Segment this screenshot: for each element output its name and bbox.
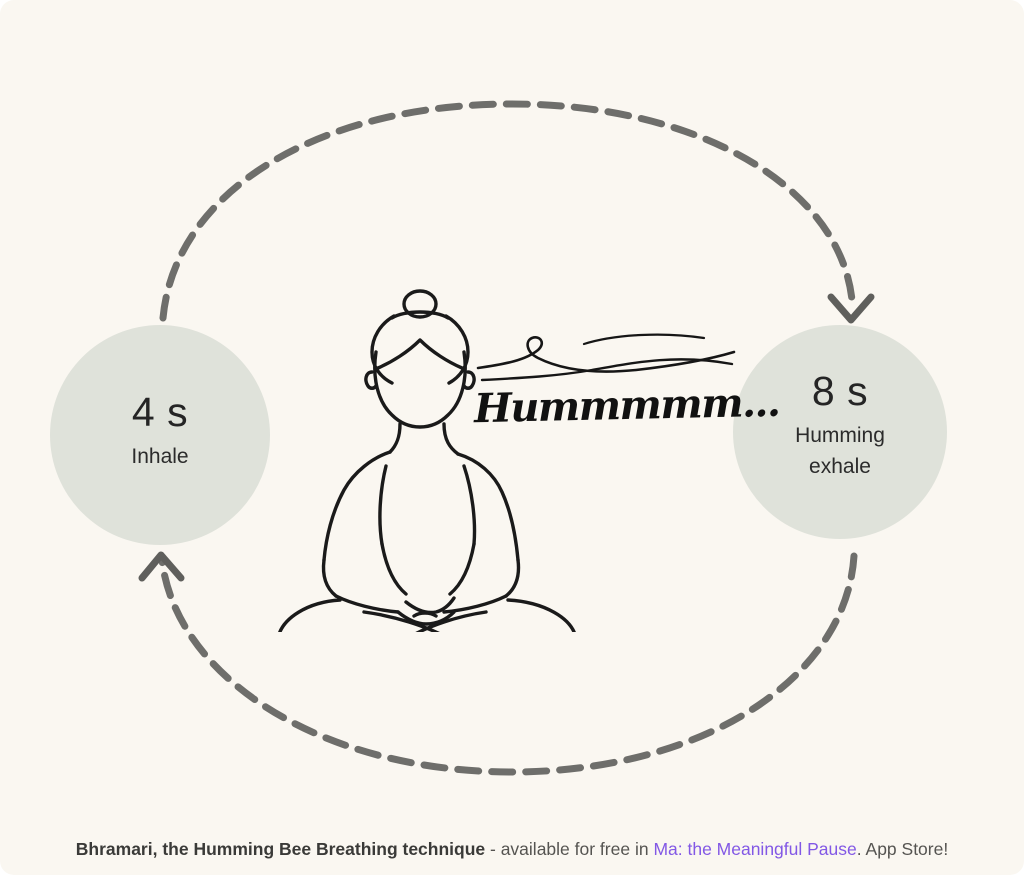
caption: Bhramari, the Humming Bee Breathing tech…	[0, 838, 1024, 861]
arc-inhale-to-exhale	[159, 100, 856, 322]
exhale-duration: 8 s	[811, 368, 869, 415]
caption-suffix: . App Store!	[856, 839, 949, 860]
inhale-duration: 4 s	[131, 389, 189, 436]
inhale-label: Inhale	[131, 445, 189, 469]
humming-sound-group: Hummmmm...	[466, 330, 780, 440]
exhale-label: Humming exhale	[795, 421, 885, 482]
phase-circle-inhale: 4 s Inhale	[50, 325, 270, 545]
meditating-person-icon	[278, 289, 576, 632]
caption-technique-name: Bhramari, the Humming Bee Breathing tech…	[75, 839, 486, 860]
wind-lines-icon	[476, 333, 736, 382]
arrow-up-icon	[138, 551, 185, 582]
caption-separator: -	[485, 839, 501, 860]
hum-text: Hummmmm...	[473, 378, 780, 433]
caption-availability: available for free in	[500, 839, 654, 860]
arrow-down-icon	[827, 293, 875, 324]
phase-circle-exhale: 8 s Humming exhale	[733, 325, 947, 539]
exhale-label-line1: Humming	[795, 424, 885, 448]
exhale-label-line2: exhale	[809, 454, 871, 478]
arc-exhale-to-inhale	[158, 552, 858, 776]
app-store-link[interactable]: Ma: the Meaningful Pause	[653, 839, 857, 860]
